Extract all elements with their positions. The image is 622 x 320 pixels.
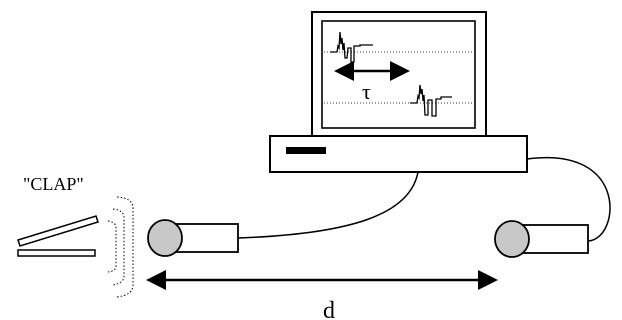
sound-wave-icon <box>107 196 134 298</box>
clap-label: "CLAP" <box>23 174 84 194</box>
right-cable <box>526 156 611 242</box>
microphone-icon <box>494 220 589 258</box>
disk-slot <box>286 147 326 154</box>
computer-icon <box>269 135 528 173</box>
tau-label: τ <box>362 79 371 104</box>
left-cable <box>237 171 419 239</box>
monitor-icon: τ <box>311 11 487 137</box>
distance-label: d <box>323 298 335 320</box>
oscilloscope-traces <box>324 31 473 117</box>
microphone-icon <box>147 219 239 257</box>
clapper-icon <box>17 215 99 257</box>
